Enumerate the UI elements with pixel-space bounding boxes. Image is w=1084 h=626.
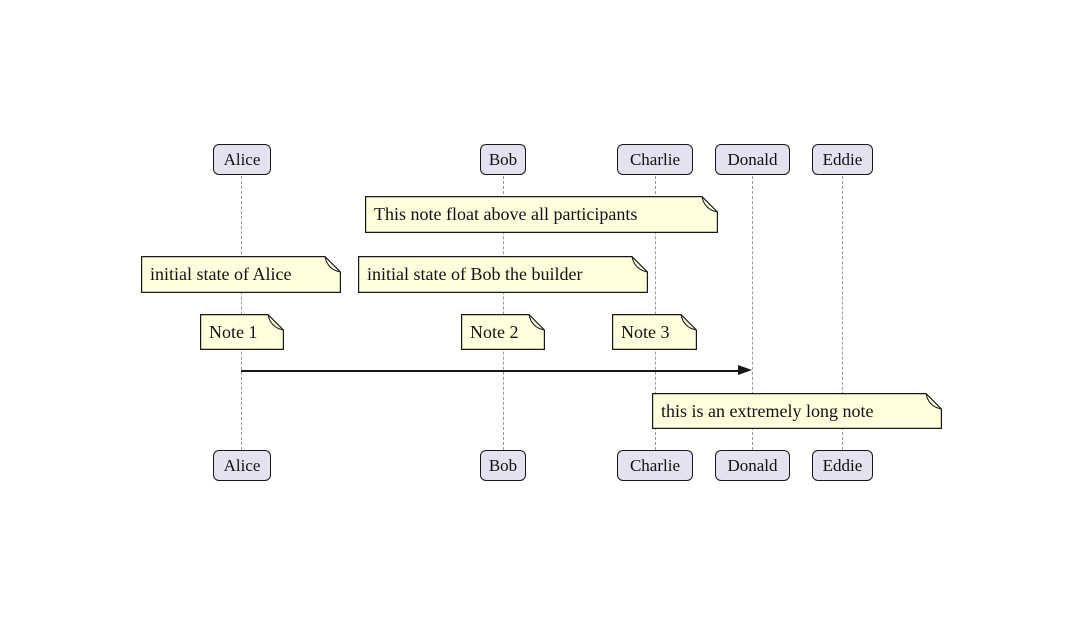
note-2: Note 2 xyxy=(461,314,545,350)
participant-label: Donald xyxy=(727,149,778,169)
participant-bottom-donald: Donald xyxy=(715,450,790,481)
participant-label: Alice xyxy=(223,149,261,169)
note-shape xyxy=(200,314,284,350)
participant-top-eddie: Eddie xyxy=(812,144,873,175)
note-extremely-long: this is an extremely long note xyxy=(652,393,942,429)
note-initial-bob: initial state of Bob the builder xyxy=(358,256,648,293)
participant-label: Alice xyxy=(223,455,261,475)
lifeline-alice xyxy=(241,176,242,450)
note-text: This note float above all participants xyxy=(374,204,638,224)
note-initial-alice: initial state of Alice xyxy=(141,256,341,293)
note-shape xyxy=(358,256,648,293)
note-text: Note 2 xyxy=(470,322,519,342)
participant-label: Eddie xyxy=(822,455,863,475)
note-text: initial state of Bob the builder xyxy=(367,264,583,284)
participant-label: Charlie xyxy=(629,455,681,475)
lifeline-donald xyxy=(752,176,753,450)
lifeline-charlie xyxy=(655,176,656,450)
participant-label: Bob xyxy=(488,455,518,475)
participant-bottom-bob: Bob xyxy=(480,450,526,481)
participant-bottom-charlie: Charlie xyxy=(617,450,693,481)
participant-top-charlie: Charlie xyxy=(617,144,693,175)
note-text: Note 1 xyxy=(209,322,258,342)
note-1: Note 1 xyxy=(200,314,284,350)
note-text: initial state of Alice xyxy=(150,264,292,284)
arrowhead-icon xyxy=(738,365,752,375)
participant-label: Eddie xyxy=(822,149,863,169)
note-3: Note 3 xyxy=(612,314,697,350)
message-line-alice-to-donald xyxy=(241,370,739,372)
participant-label: Donald xyxy=(727,455,778,475)
participant-bottom-alice: Alice xyxy=(213,450,271,481)
note-text: Note 3 xyxy=(621,322,670,342)
participant-top-donald: Donald xyxy=(715,144,790,175)
lifeline-bob xyxy=(503,176,504,450)
note-text: this is an extremely long note xyxy=(661,401,874,421)
participant-label: Bob xyxy=(488,149,518,169)
note-shape xyxy=(461,314,545,350)
lifeline-eddie xyxy=(842,176,843,450)
note-shape xyxy=(652,393,942,429)
participant-bottom-eddie: Eddie xyxy=(812,450,873,481)
note-shape xyxy=(612,314,697,350)
participant-top-bob: Bob xyxy=(480,144,526,175)
participant-top-alice: Alice xyxy=(213,144,271,175)
note-shape xyxy=(365,196,718,233)
note-float-above: This note float above all participants xyxy=(365,196,718,233)
note-shape xyxy=(141,256,341,293)
participant-label: Charlie xyxy=(629,149,681,169)
